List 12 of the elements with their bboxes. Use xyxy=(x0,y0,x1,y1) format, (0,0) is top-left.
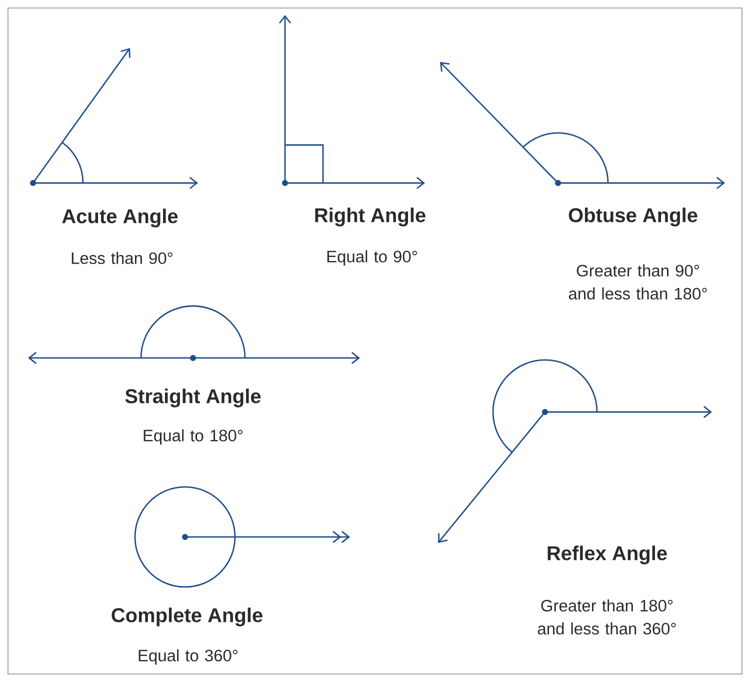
angle-name: Acute Angle xyxy=(62,208,178,228)
angle-description: Equal to 360° xyxy=(138,649,238,665)
angle-description: Equal to 90° xyxy=(327,250,417,266)
angle-name: Complete Angle xyxy=(112,608,262,626)
angle-name: Reflex Angle xyxy=(548,546,667,564)
angle-description: Equal to 180° xyxy=(144,429,243,445)
angle-name: Straight Angle xyxy=(125,388,261,408)
angle-name: Obtuse Angle xyxy=(568,208,698,226)
angle-name: Right Angle xyxy=(315,208,426,226)
angle-description: Less than 90° xyxy=(72,252,172,264)
angle-description: Greater than 90° and less than 180° xyxy=(568,264,707,300)
angle-description: Greater than 180° and less than 360° xyxy=(538,599,676,635)
